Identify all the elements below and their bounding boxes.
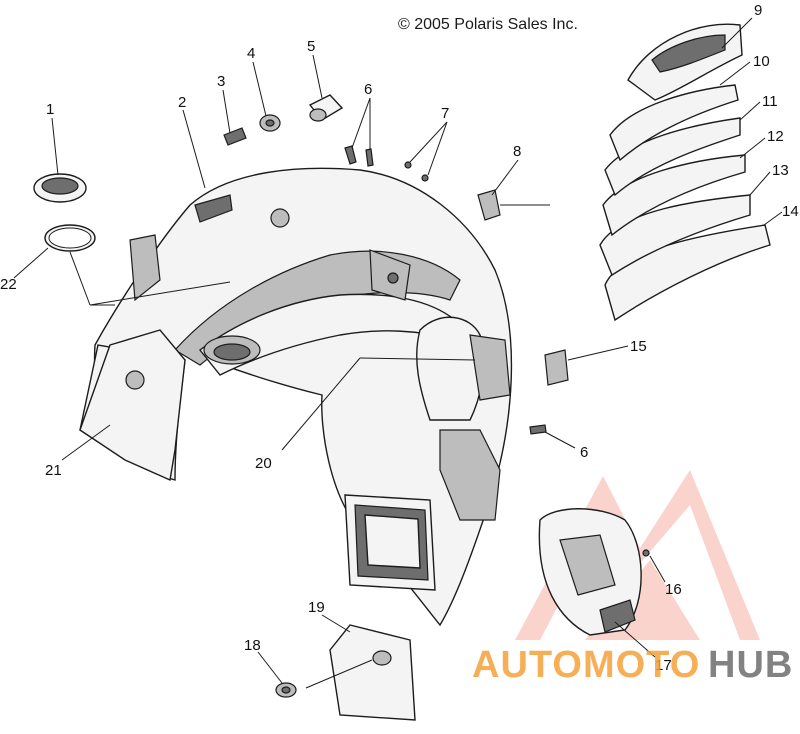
watermark-text-primary: AUTOMOTO [472,644,700,686]
copyright-notice: © 2005 Polaris Sales Inc. [398,16,578,33]
parts-9-14-stack [599,23,771,322]
part-17-cover [538,508,642,636]
callout-19: 19 [308,599,325,616]
callout-21: 21 [45,462,62,479]
watermark-text-secondary: HUB [708,644,793,686]
callout-10: 10 [753,53,770,70]
callout-11: 11 [762,93,778,110]
part-5-plug [308,94,344,122]
part-16-pin [642,549,650,557]
callout-2: 2 [178,94,186,111]
callout-4: 4 [247,45,255,62]
part-6-screws [344,145,547,435]
callout-labels: 1 2 3 4 5 6 7 8 9 10 11 12 13 14 15 6 16… [0,2,799,674]
part-4-nut [259,114,281,132]
callout-8: 8 [513,143,521,160]
callout-20: 20 [255,455,272,472]
callout-15: 15 [630,338,647,355]
part-22-seal [44,224,96,252]
callout-6b: 6 [580,444,588,461]
callout-14: 14 [782,203,799,220]
callout-3: 3 [217,73,225,90]
part-19-panel [329,624,416,721]
part-8-sensor [477,189,550,221]
callout-22: 22 [0,276,17,293]
callout-13: 13 [772,162,789,179]
part-3-clip [223,127,247,146]
part-7-pins [404,161,429,182]
callout-9: 9 [754,2,762,19]
callout-16: 16 [665,581,682,598]
callout-17: 17 [655,657,672,674]
part-1-grommet [33,173,87,203]
callout-5: 5 [307,38,315,55]
callout-1: 1 [46,101,54,118]
part-18-knob [275,682,297,698]
leader-lines [13,17,783,689]
watermark-wordmark: AUTOMOTO HUB [472,644,793,686]
callout-12: 12 [767,128,784,145]
part-15-bracket [544,349,569,386]
callout-7: 7 [441,105,449,122]
callout-18: 18 [244,637,261,654]
callout-6a: 6 [364,81,372,98]
hood-body [79,167,513,627]
